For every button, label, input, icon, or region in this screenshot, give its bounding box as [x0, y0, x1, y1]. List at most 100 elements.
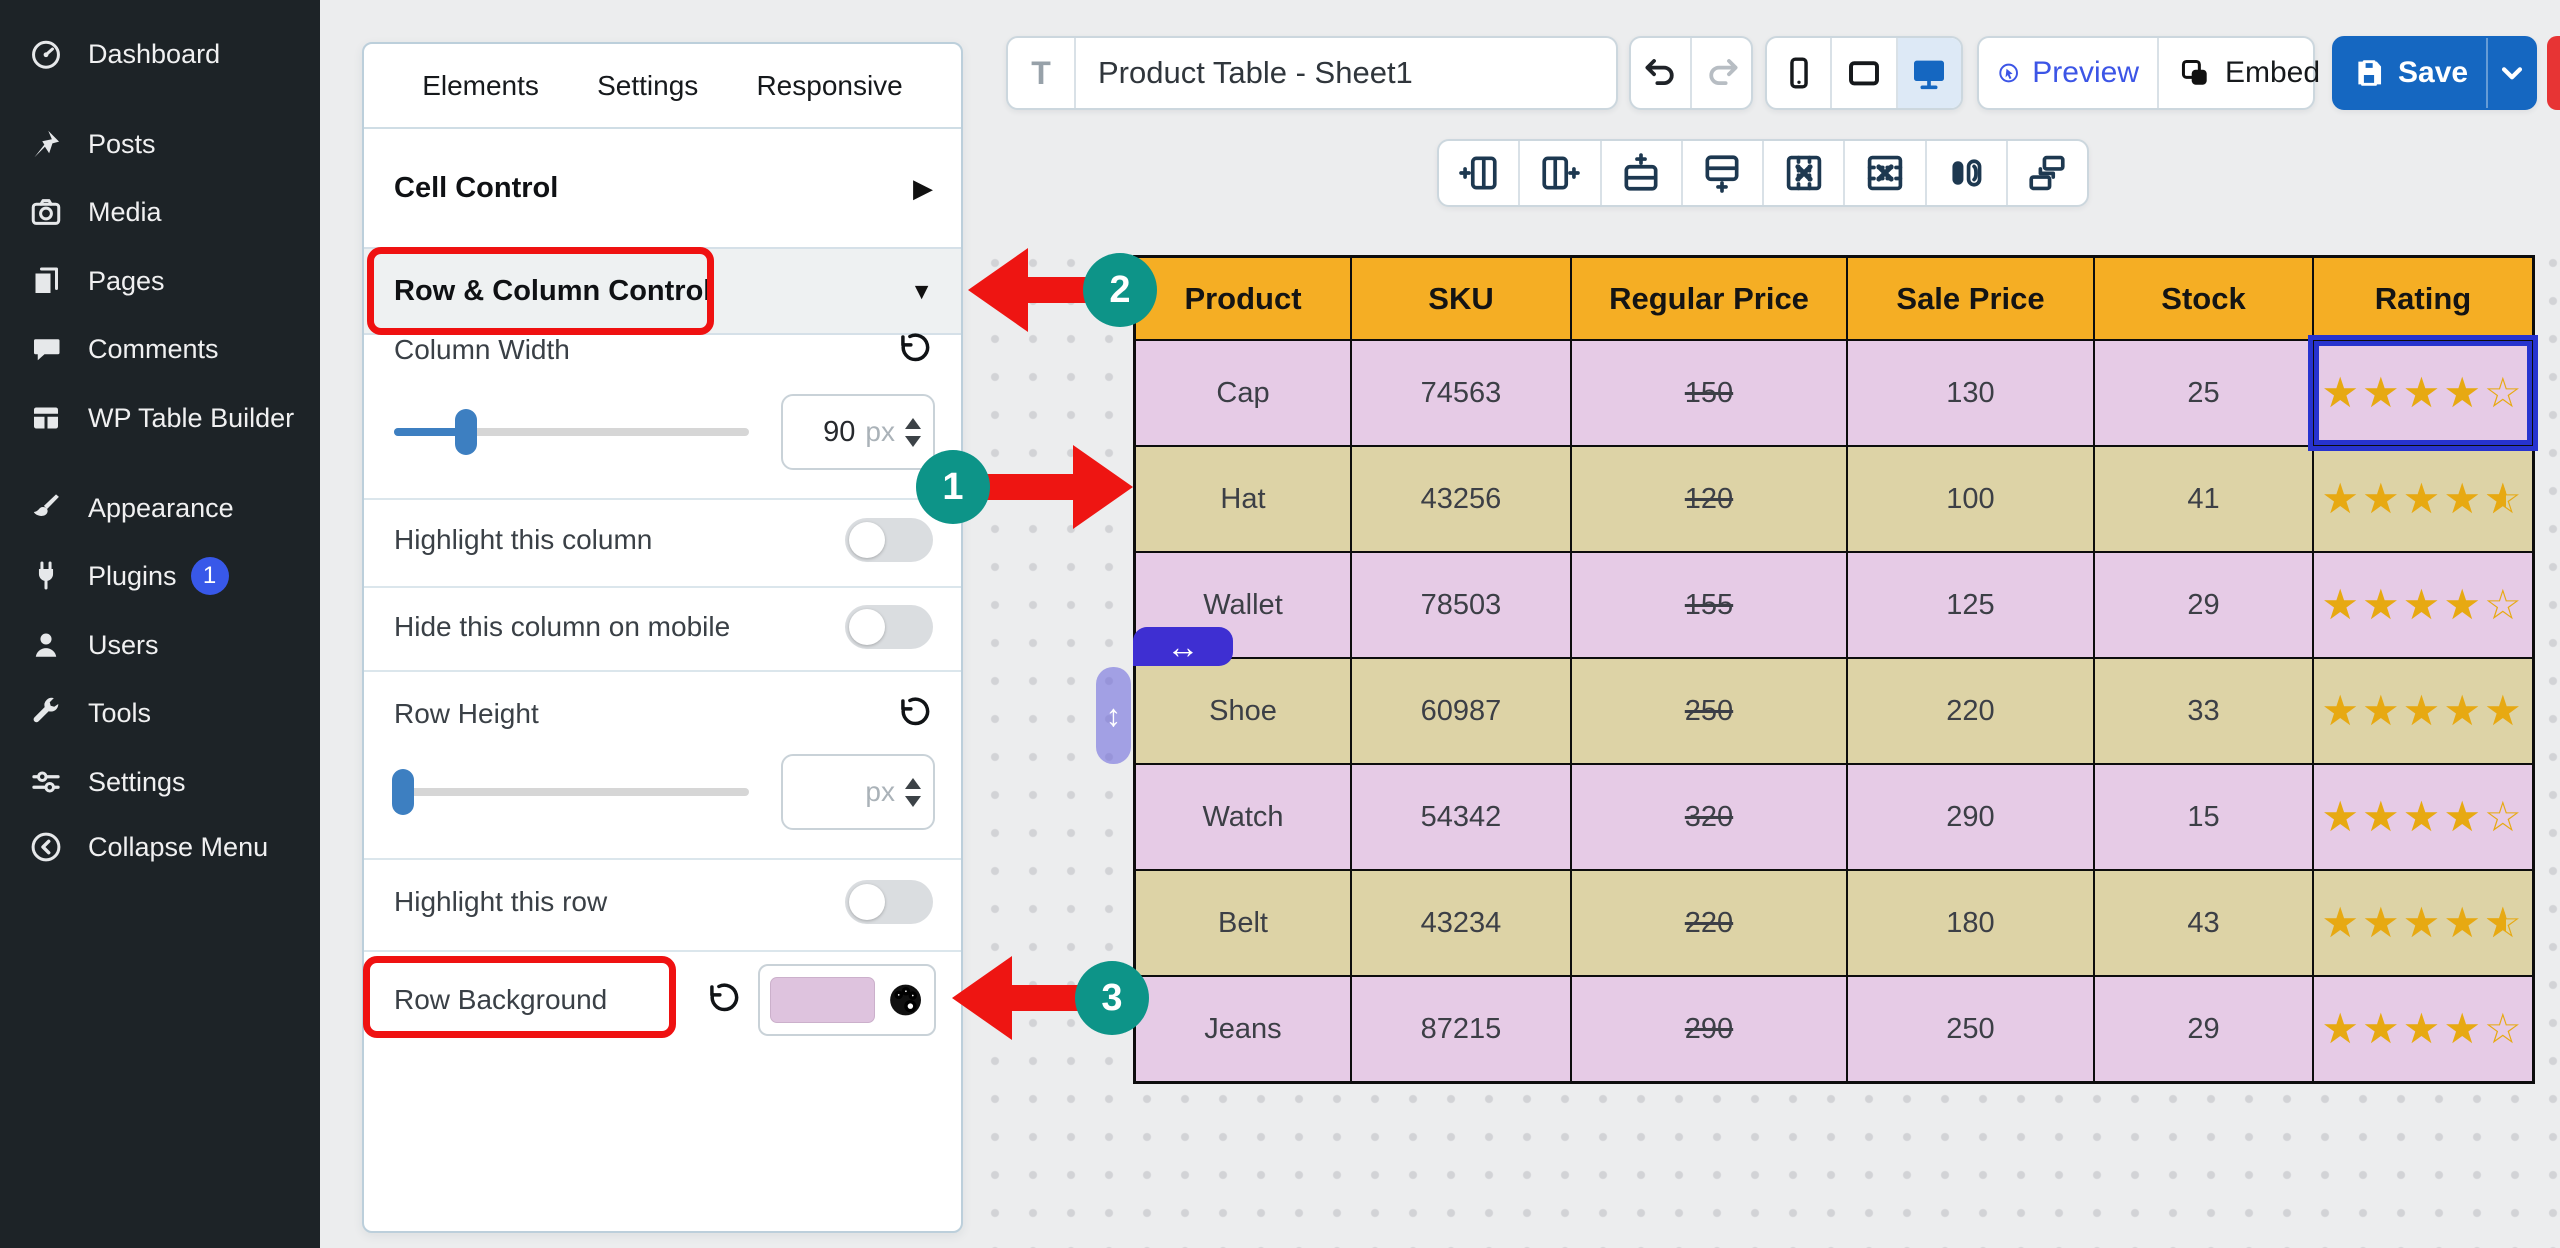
- stepper-down-icon[interactable]: [905, 435, 921, 447]
- column-width-reset-button[interactable]: [895, 330, 935, 370]
- column-width-slider[interactable]: [394, 409, 749, 455]
- cell-stock-row7[interactable]: 29: [2094, 976, 2313, 1082]
- cell-sale-price-row2[interactable]: 100: [1847, 446, 2094, 552]
- row-height-input[interactable]: px: [781, 754, 935, 830]
- sidebar-item-users[interactable]: Users: [0, 611, 320, 679]
- cell-regular-price-row6[interactable]: 220: [1571, 870, 1847, 976]
- sidebar-item-settings[interactable]: Settings: [0, 748, 320, 816]
- cell-rating-row2[interactable]: ★★★★☆★: [2313, 446, 2533, 552]
- cell-rating-row6[interactable]: ★★★★☆★: [2313, 870, 2533, 976]
- row-background-reset-button[interactable]: [704, 980, 744, 1020]
- table-title-input[interactable]: [1076, 38, 1616, 108]
- cell-stock-row3[interactable]: 29: [2094, 552, 2313, 658]
- stepper-down-icon[interactable]: [905, 795, 921, 807]
- row-background-color-picker[interactable]: [758, 964, 936, 1036]
- merge-cells-button[interactable]: [1927, 141, 2008, 205]
- row-height-slider-thumb[interactable]: [392, 769, 414, 815]
- cell-rating-row7[interactable]: ★★★★☆: [2313, 976, 2533, 1082]
- delete-row-button[interactable]: [1845, 141, 1927, 205]
- tab-settings[interactable]: Settings: [597, 69, 699, 101]
- cell-sale-price-row4[interactable]: 220: [1847, 658, 2094, 764]
- cell-stock-row4[interactable]: 33: [2094, 658, 2313, 764]
- header-cell-stock[interactable]: Stock: [2094, 257, 2313, 340]
- cell-sku-row5[interactable]: 54342: [1351, 764, 1571, 870]
- cell-sku-row1[interactable]: 74563: [1351, 340, 1571, 446]
- tablet-view-button[interactable]: [1832, 38, 1898, 108]
- row-column-control-accordion[interactable]: Row & Column Control ▼: [364, 249, 961, 335]
- cell-sku-row3[interactable]: 78503: [1351, 552, 1571, 658]
- row-height-reset-button[interactable]: [895, 694, 935, 734]
- redo-button[interactable]: [1692, 38, 1751, 108]
- cell-sale-price-row1[interactable]: 130: [1847, 340, 2094, 446]
- row-resize-handle[interactable]: ↕: [1096, 667, 1131, 764]
- insert-row-before-button[interactable]: [1602, 141, 1683, 205]
- sidebar-item-pages[interactable]: Pages: [0, 247, 320, 315]
- delete-column-button[interactable]: [1764, 141, 1846, 205]
- split-cells-button[interactable]: [2008, 141, 2087, 205]
- cell-sku-row6[interactable]: 43234: [1351, 870, 1571, 976]
- sidebar-item-tools[interactable]: Tools: [0, 679, 320, 747]
- header-cell-sku[interactable]: SKU: [1351, 257, 1571, 340]
- sidebar-item-wp-table-builder[interactable]: WP Table Builder: [0, 384, 320, 452]
- cell-sku-row7[interactable]: 87215: [1351, 976, 1571, 1082]
- cell-sku-row4[interactable]: 60987: [1351, 658, 1571, 764]
- cell-product-row6[interactable]: Belt: [1135, 870, 1351, 976]
- cell-stock-row5[interactable]: 15: [2094, 764, 2313, 870]
- desktop-view-button[interactable]: [1897, 38, 1961, 108]
- close-builder-button[interactable]: [2547, 36, 2560, 110]
- save-button[interactable]: Save: [2334, 38, 2489, 108]
- header-cell-product[interactable]: Product: [1135, 257, 1351, 340]
- column-width-input[interactable]: 90 px: [781, 394, 935, 470]
- sidebar-item-media[interactable]: Media: [0, 178, 320, 246]
- header-cell-rating[interactable]: Rating: [2313, 257, 2533, 340]
- cell-rating-row3[interactable]: ★★★★☆: [2313, 552, 2533, 658]
- sidebar-item-comments[interactable]: Comments: [0, 315, 320, 383]
- hide-column-mobile-toggle[interactable]: [845, 605, 933, 649]
- tab-responsive[interactable]: Responsive: [756, 69, 903, 101]
- insert-column-before-button[interactable]: [1439, 141, 1521, 205]
- cell-sku-row2[interactable]: 43256: [1351, 446, 1571, 552]
- preview-button[interactable]: Preview: [1979, 38, 2159, 108]
- cell-product-row7[interactable]: Jeans: [1135, 976, 1351, 1082]
- cell-sale-price-row7[interactable]: 250: [1847, 976, 2094, 1082]
- header-cell-sale-price[interactable]: Sale Price: [1847, 257, 2094, 340]
- cell-regular-price-row4[interactable]: 250: [1571, 658, 1847, 764]
- insert-column-after-button[interactable]: [1520, 141, 1602, 205]
- row-background-swatch[interactable]: [770, 977, 875, 1023]
- cell-regular-price-row3[interactable]: 155: [1571, 552, 1847, 658]
- stepper-up-icon[interactable]: [905, 417, 921, 429]
- column-width-stepper[interactable]: [905, 417, 921, 447]
- cell-regular-price-row7[interactable]: 290: [1571, 976, 1847, 1082]
- stepper-up-icon[interactable]: [905, 777, 921, 789]
- cell-stock-row6[interactable]: 43: [2094, 870, 2313, 976]
- cell-product-row2[interactable]: Hat: [1135, 446, 1351, 552]
- cell-sale-price-row3[interactable]: 125: [1847, 552, 2094, 658]
- cell-regular-price-row2[interactable]: 120: [1571, 446, 1847, 552]
- undo-button[interactable]: [1631, 38, 1692, 108]
- row-height-slider[interactable]: [392, 769, 749, 815]
- highlight-column-toggle[interactable]: [845, 518, 933, 562]
- header-cell-regular-price[interactable]: Regular Price: [1571, 257, 1847, 340]
- cell-rating-row4[interactable]: ★★★★★: [2313, 658, 2533, 764]
- embed-button[interactable]: Embed: [2159, 38, 2338, 108]
- sidebar-item-posts[interactable]: Posts: [0, 110, 320, 178]
- row-height-stepper[interactable]: [905, 777, 921, 807]
- cell-rating-row1-selected[interactable]: ★★★★☆: [2313, 340, 2533, 446]
- cell-stock-row1[interactable]: 25: [2094, 340, 2313, 446]
- cell-sale-price-row6[interactable]: 180: [1847, 870, 2094, 976]
- sidebar-item-appearance[interactable]: Appearance: [0, 474, 320, 542]
- mobile-view-button[interactable]: [1767, 38, 1833, 108]
- sidebar-item-dashboard[interactable]: Dashboard: [0, 20, 320, 88]
- tab-elements[interactable]: Elements: [422, 69, 539, 101]
- cell-control-accordion[interactable]: Cell Control ▶: [364, 129, 961, 249]
- cell-regular-price-row5[interactable]: 320: [1571, 764, 1847, 870]
- cell-regular-price-row1[interactable]: 150: [1571, 340, 1847, 446]
- save-options-dropdown[interactable]: [2488, 38, 2535, 108]
- column-resize-handle[interactable]: ↔: [1133, 627, 1233, 666]
- insert-row-after-button[interactable]: [1683, 141, 1764, 205]
- highlight-row-toggle[interactable]: [845, 880, 933, 924]
- cell-product-row5[interactable]: Watch: [1135, 764, 1351, 870]
- cell-sale-price-row5[interactable]: 290: [1847, 764, 2094, 870]
- cell-product-row4[interactable]: Shoe: [1135, 658, 1351, 764]
